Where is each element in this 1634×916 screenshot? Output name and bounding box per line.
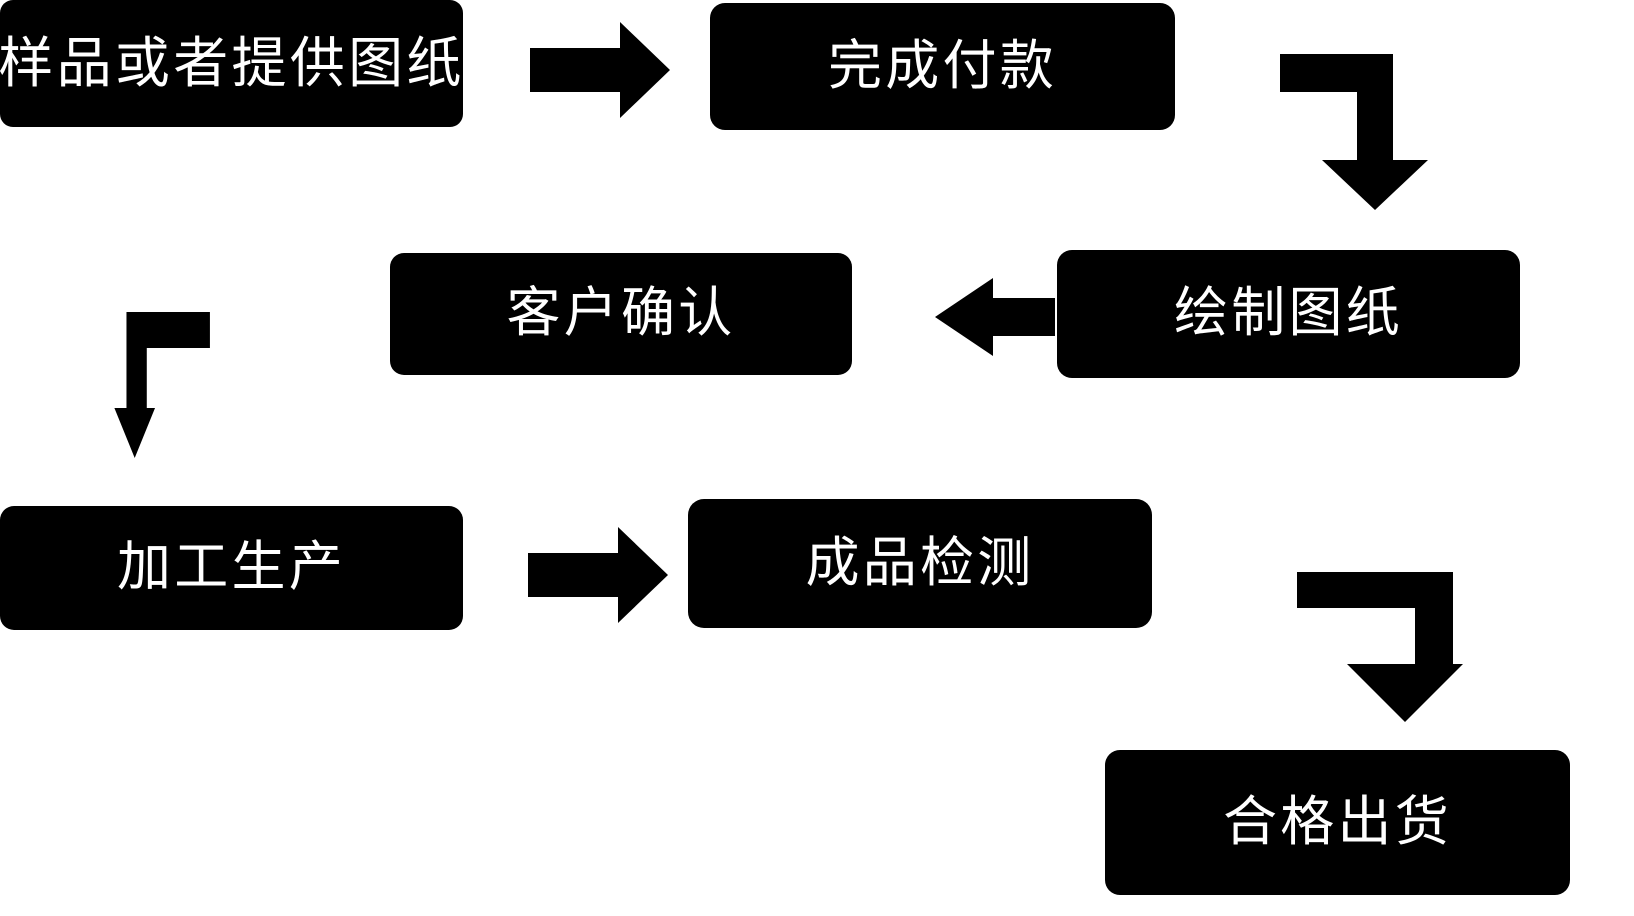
arrow-left-icon-drawing-to-confirm — [935, 278, 1055, 356]
flow-node-payment-label: 完成付款 — [828, 35, 1057, 96]
arrow-right-icon-production-to-inspection — [528, 527, 668, 623]
flow-node-confirm[interactable]: 客户确认 — [390, 253, 852, 375]
flow-node-production-label: 加工生产 — [117, 537, 346, 598]
flow-node-drawing-label: 绘制图纸 — [1174, 283, 1403, 344]
arrow-elbow-down-icon-payment-to-drawing — [1280, 54, 1428, 210]
flow-node-production[interactable]: 加工生产 — [0, 506, 463, 630]
flow-node-shipping-label: 合格出货 — [1223, 791, 1452, 852]
flow-node-inspection[interactable]: 成品检测 — [688, 499, 1152, 628]
flow-node-inspection-label: 成品检测 — [805, 532, 1035, 593]
flow-node-payment[interactable]: 完成付款 — [710, 3, 1175, 130]
flow-node-sample[interactable]: 样品或者提供图纸 — [0, 0, 463, 127]
flow-node-shipping[interactable]: 合格出货 — [1105, 750, 1570, 895]
flow-node-confirm-label: 客户确认 — [506, 283, 736, 344]
arrow-elbow-down-icon-confirm-to-production — [114, 312, 210, 458]
flow-node-drawing[interactable]: 绘制图纸 — [1057, 250, 1520, 378]
arrow-right-icon-sample-to-payment — [530, 22, 670, 118]
arrow-elbow-down-icon-inspection-to-shipping — [1297, 572, 1463, 722]
flow-node-sample-label: 样品或者提供图纸 — [0, 32, 465, 95]
